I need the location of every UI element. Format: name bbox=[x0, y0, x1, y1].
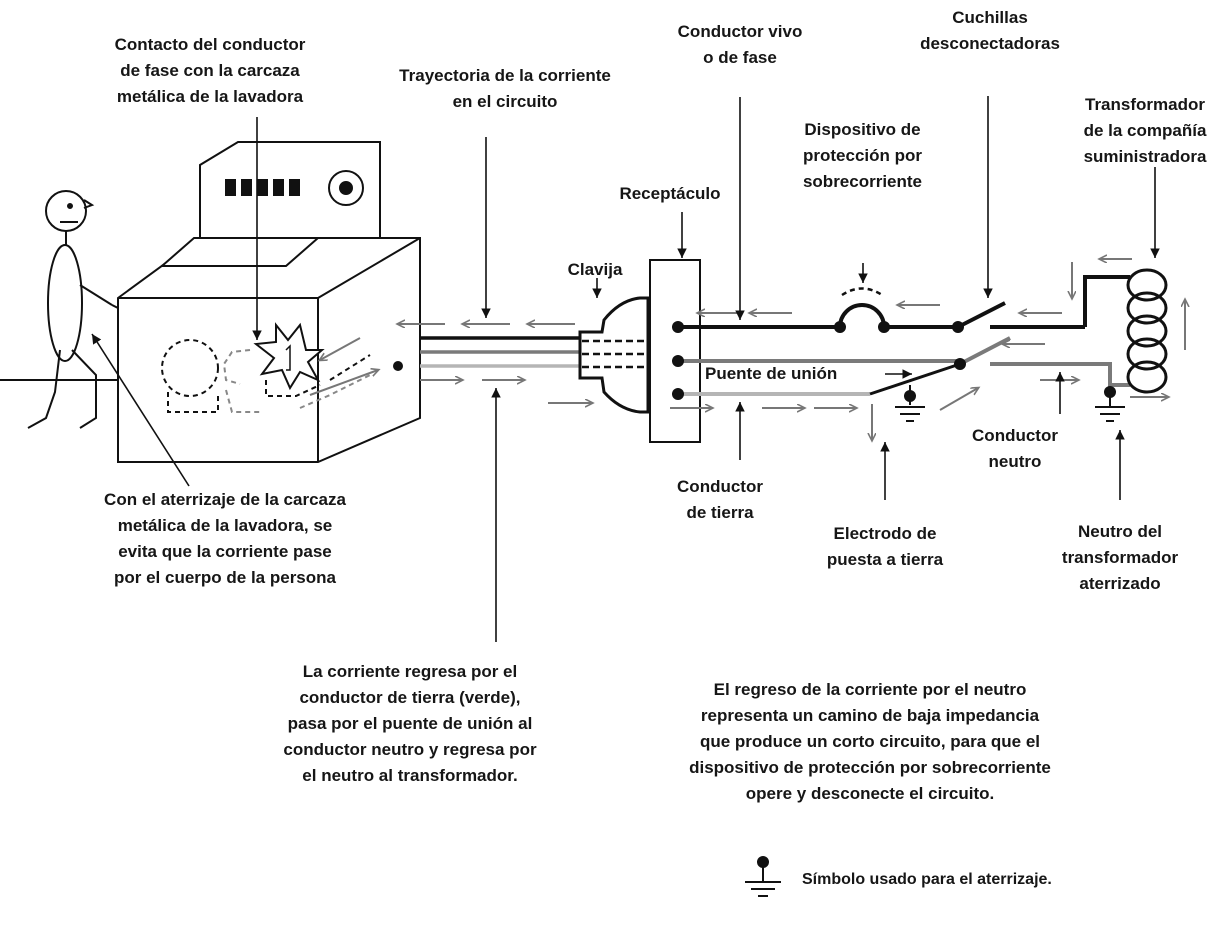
person-figure bbox=[0, 190, 150, 429]
label-puente: Puente de unión bbox=[705, 364, 838, 383]
label-receptaculo: Receptáculo bbox=[619, 184, 721, 203]
phase-conductor bbox=[678, 275, 1130, 329]
ground-symbol-electrode bbox=[895, 406, 925, 422]
grounding-legend-symbol bbox=[745, 856, 781, 897]
label-clavija: Clavija bbox=[567, 260, 623, 279]
appliance-cord bbox=[420, 336, 580, 368]
current-flow-arrows bbox=[309, 259, 1185, 440]
washing-machine bbox=[117, 141, 421, 463]
plug bbox=[578, 296, 650, 414]
machine-terminal-dot bbox=[393, 361, 403, 371]
ground-symbol-transformer bbox=[1095, 392, 1125, 422]
label-regreso-neutro: El regreso de la corriente por el neutro… bbox=[689, 680, 1051, 803]
transformer-coil bbox=[1126, 268, 1168, 394]
label-simbolo: Símbolo usado para el aterrizaje. bbox=[802, 871, 1052, 888]
receptacle bbox=[649, 259, 701, 443]
pointer-lines bbox=[91, 96, 1160, 642]
